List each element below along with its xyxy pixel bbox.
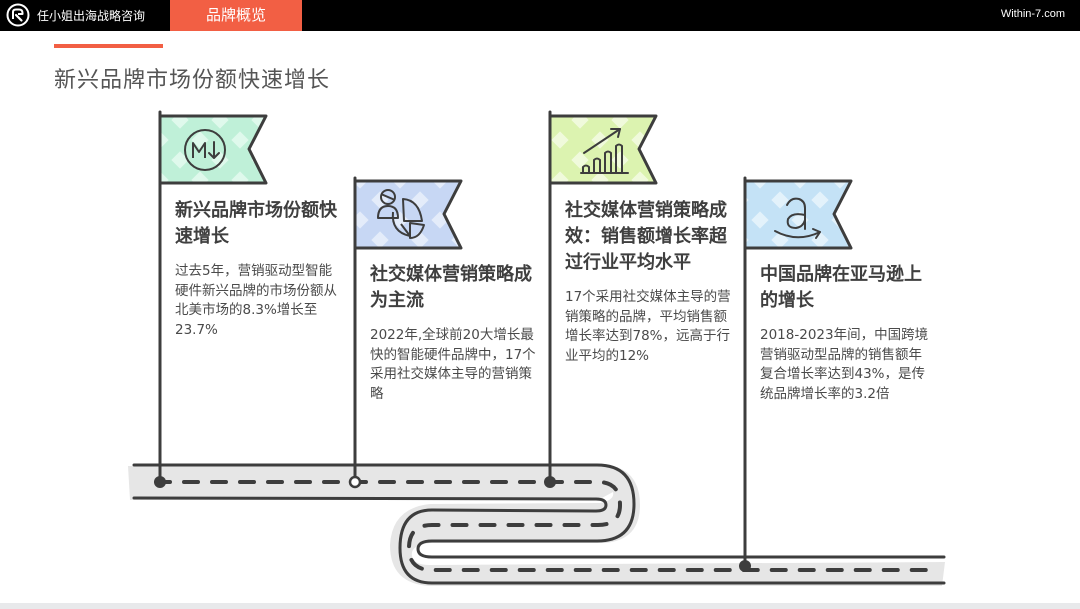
milestone-body: 17个采用社交媒体主导的营销策略的品牌，平均销售额增长率达到78%，远高于行业平… <box>565 289 731 364</box>
milestone-marker-4 <box>739 560 751 572</box>
site-link[interactable]: Within-7.com <box>1000 8 1065 20</box>
milestone-title: 社交媒体营销策略成为主流 <box>370 264 532 311</box>
road-edges <box>132 463 946 585</box>
flag-3 <box>548 114 658 185</box>
milestone-marker-2 <box>348 475 362 489</box>
milestone-card-1: 新兴品牌市场份额快速增长 过去5年，营销驱动型智能硬件新兴品牌的市场份额从北美市… <box>175 198 345 340</box>
circle-r-logo-icon <box>6 3 30 27</box>
milestone-body: 2022年,全球前20大增长最快的智能硬件品牌中，17个采用社交媒体主导的营销策… <box>370 327 536 402</box>
milestone-body: 2018-2023年间，中国跨境营销驱动型品牌的销售额年复合增长率达到43%，是… <box>760 327 929 402</box>
milestone-title: 新兴品牌市场份额快速增长 <box>175 200 337 247</box>
flag-2 <box>353 179 463 250</box>
road-center-dashes <box>154 480 940 572</box>
top-bar: 任小姐出海战略咨询 品牌概览 Within-7.com <box>0 0 1080 31</box>
bottom-strip <box>0 603 1080 609</box>
milestone-card-3: 社交媒体营销策略成效：销售额增长率超过行业平均水平 17个采用社交媒体主导的营销… <box>565 198 735 366</box>
social-users-pie-icon <box>377 189 425 239</box>
amazon-icon <box>774 197 821 239</box>
milestone-title: 中国品牌在亚马逊上的增长 <box>760 264 922 311</box>
milestone-card-4: 中国品牌在亚马逊上的增长 2018-2023年间，中国跨境营销驱动型品牌的销售额… <box>760 262 930 404</box>
accent-rule <box>54 44 163 48</box>
company-name: 任小姐出海战略咨询 <box>37 9 146 23</box>
milestone-body: 过去5年，营销驱动型智能硬件新兴品牌的市场份额从北美市场的8.3%增长至23.7… <box>175 263 337 338</box>
milestone-marker-1 <box>154 476 166 488</box>
page-title: 新兴品牌市场份额快速增长 <box>54 68 331 93</box>
markdown-icon <box>184 129 226 171</box>
bar-chart-growth-icon <box>580 128 629 174</box>
tab-brand-overview[interactable]: 品牌概览 <box>170 0 302 31</box>
milestone-card-2: 社交媒体营销策略成为主流 2022年,全球前20大增长最快的智能硬件品牌中，17… <box>370 262 540 404</box>
milestone-title: 社交媒体营销策略成效：销售额增长率超过行业平均水平 <box>565 200 727 273</box>
milestone-marker-3 <box>544 476 556 488</box>
